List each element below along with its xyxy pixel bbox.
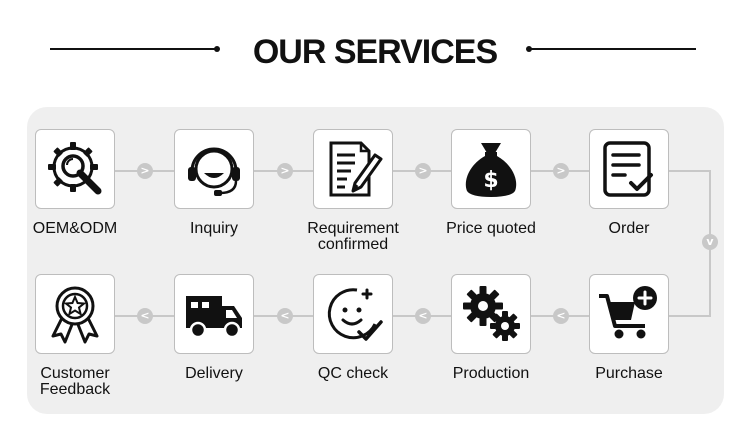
step-card-qc-check <box>313 274 393 354</box>
arrow-left-2: < <box>415 308 431 324</box>
step-card-order <box>589 129 669 209</box>
header: OUR SERVICES <box>0 30 750 80</box>
gears-icon <box>463 286 520 341</box>
headset-icon <box>188 147 240 196</box>
document-pen-icon <box>329 141 383 197</box>
step-label-delivery: Delivery <box>185 365 243 382</box>
step-card-delivery <box>174 274 254 354</box>
title-divider-right <box>526 46 696 52</box>
svg-text:$: $ <box>483 168 498 193</box>
step-card-oem-odm <box>35 129 115 209</box>
arrow-down: v <box>702 234 718 250</box>
checklist-icon <box>603 141 653 197</box>
arrow-right-4: > <box>553 163 569 179</box>
step-card-inquiry <box>174 129 254 209</box>
page-title: OUR SERVICES <box>252 33 498 71</box>
face-check-icon <box>327 288 383 341</box>
arrow-right-3: > <box>415 163 431 179</box>
money-bag-icon: $ <box>465 143 517 197</box>
shopping-cart-icon <box>599 286 657 339</box>
step-card-customer-feedback <box>35 274 115 354</box>
arrow-left-3: < <box>277 308 293 324</box>
gear-magnifier-icon <box>48 142 102 195</box>
step-card-requirement-confirmed <box>313 129 393 209</box>
step-card-purchase <box>589 274 669 354</box>
step-label-production: Production <box>452 365 530 382</box>
step-label-purchase: Purchase <box>595 365 663 382</box>
step-label-inquiry: Inquiry <box>189 220 239 237</box>
step-label-order: Order <box>608 220 650 237</box>
award-ribbon-icon <box>51 286 99 344</box>
arrow-left-1: < <box>553 308 569 324</box>
step-label-qc-check: QC check <box>317 365 389 382</box>
step-label-requirement-confirmed: Requirement confirmed <box>307 220 399 253</box>
step-card-price-quoted: $ <box>451 129 531 209</box>
truck-icon <box>186 296 242 339</box>
arrow-right-2: > <box>277 163 293 179</box>
title-divider-left <box>50 46 220 52</box>
connector-right-bottom <box>669 315 711 317</box>
connector-right-top <box>669 170 711 172</box>
step-label-oem-odm: OEM&ODM <box>32 220 118 237</box>
arrow-right-1: > <box>137 163 153 179</box>
step-card-production <box>451 274 531 354</box>
step-label-customer-feedback: Customer Feedback <box>39 365 111 398</box>
arrow-left-4: < <box>137 308 153 324</box>
step-label-price-quoted: Price quoted <box>446 220 536 237</box>
